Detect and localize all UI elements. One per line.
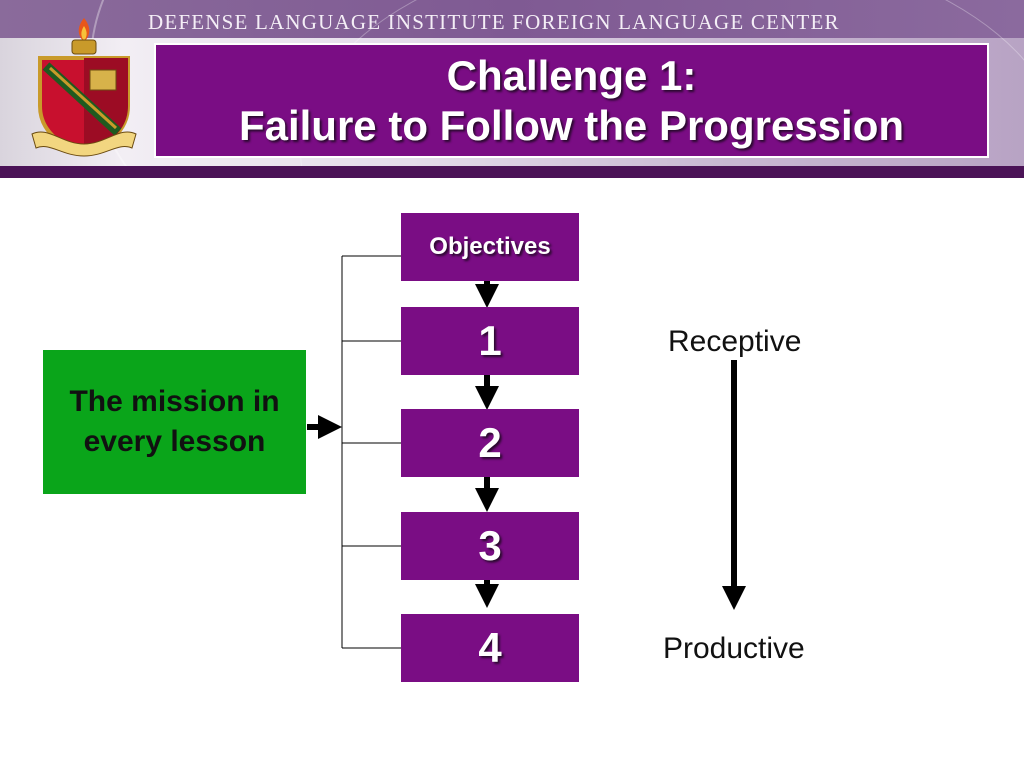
step-box-2: 2 [401,409,579,477]
title-line-2: Failure to Follow the Progression [238,101,905,149]
step-label: 2 [478,419,502,466]
objectives-label: Objectives [429,233,551,260]
mission-text-line-1: The mission in [69,385,280,418]
receptive-label: Receptive [668,325,802,358]
step-box-4: 4 [401,614,579,682]
step-label: 4 [478,624,502,671]
step-label: 3 [478,522,502,569]
slide-title: Challenge 1: Failure to Follow the Progr… [154,43,989,158]
slide-header: DEFENSE LANGUAGE INSTITUTE FOREIGN LANGU… [0,0,1024,170]
mission-text-line-2: every lesson [83,425,266,458]
productive-label: Productive [663,632,805,665]
title-line-1: Challenge 1: [446,51,697,99]
step-box-1: 1 [401,307,579,375]
header-rule [0,166,1024,178]
step-label: 1 [478,317,502,364]
institute-name: DEFENSE LANGUAGE INSTITUTE FOREIGN LANGU… [148,10,840,34]
objectives-box: Objectives [401,213,579,281]
mission-box: The mission in every lesson [43,350,306,494]
dli-crest-icon [31,18,137,157]
step-box-3: 3 [401,512,579,580]
